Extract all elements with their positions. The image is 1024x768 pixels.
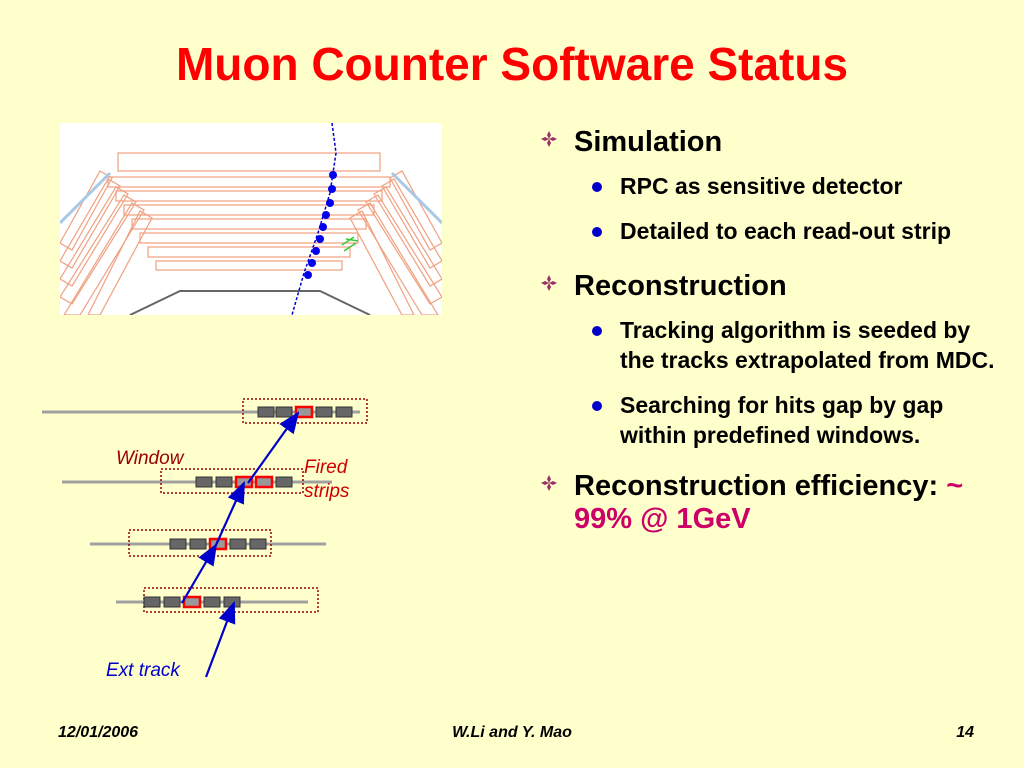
bullet-reconstruction: Reconstruction [536, 270, 996, 303]
sub-bullet: Tracking algorithm is seeded by the trac… [536, 315, 996, 375]
bullet-efficiency: Reconstruction efficiency: ~ 99% @ 1GeV [536, 470, 996, 536]
window-label: Window [116, 448, 184, 469]
fired-strips-label: Fired strips [304, 456, 374, 504]
sub-bullet-text: Searching for hits gap by gap within pre… [620, 392, 944, 448]
sub-bullet: Searching for hits gap by gap within pre… [536, 390, 996, 450]
simulation-event-svg [58, 122, 444, 316]
sub-bullet: RPC as sensitive detector [536, 171, 996, 201]
ext-track-label: Ext track [106, 660, 180, 681]
sub-bullet-text: RPC as sensitive detector [620, 173, 903, 199]
strip-window-diagram [30, 385, 410, 690]
bullet-list: Simulation RPC as sensitive detector Det… [536, 126, 996, 536]
dot-bullet-icon [592, 227, 602, 237]
footer-date: 12/01/2006 [58, 724, 139, 741]
strip-window-svg [42, 398, 368, 678]
bullet-simulation: Simulation [536, 126, 996, 159]
slide-title: Muon Counter Software Status [175, 38, 849, 90]
dot-bullet-icon [592, 401, 602, 411]
diamond-bullet-icon [541, 475, 557, 491]
dot-bullet-icon [592, 326, 602, 336]
bullet-text: Reconstruction [574, 270, 787, 302]
bullet-text: Reconstruction efficiency: [574, 470, 939, 502]
sub-bullet-text: Tracking algorithm is seeded by the trac… [620, 317, 995, 373]
fired-label-line2: strips [304, 481, 350, 502]
footer-authors: W.Li and Y. Mao [452, 724, 572, 741]
sub-bullet: Detailed to each read-out strip [536, 216, 996, 246]
diamond-bullet-icon [541, 275, 557, 291]
bullet-text: Simulation [574, 126, 723, 158]
dot-bullet-icon [592, 182, 602, 192]
efficiency-value: ~ 99% @ 1GeV [574, 470, 964, 535]
sub-bullet-text: Detailed to each read-out strip [620, 218, 952, 244]
fired-label-line1: Fired [304, 457, 348, 478]
diamond-bullet-icon [541, 131, 557, 147]
simulation-event-display [58, 122, 444, 316]
page-number: 14 [956, 724, 974, 741]
